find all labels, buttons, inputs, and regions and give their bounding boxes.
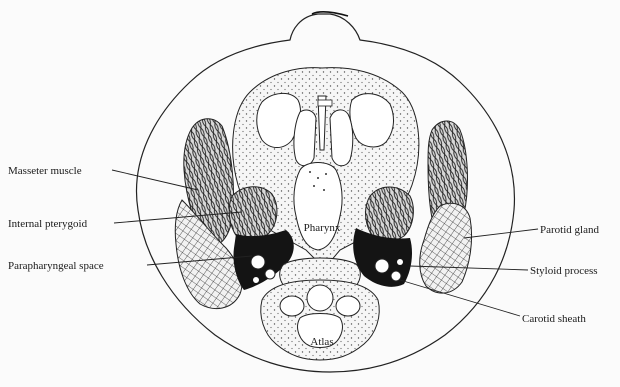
leader-carotid-sheath	[400, 280, 520, 316]
label-atlas: Atlas	[310, 336, 333, 348]
label-masseter-muscle: Masseter muscle	[8, 165, 82, 177]
pharynx-dot-3	[325, 173, 327, 175]
left-vessel-3	[253, 277, 259, 283]
label-internal-pterygoid: Internal pterygoid	[8, 218, 88, 230]
right-atlas-facet	[336, 296, 360, 316]
label-pharynx: Pharynx	[304, 222, 341, 234]
right-parotid	[420, 203, 472, 293]
label-parapharyngeal-space: Parapharyngeal space	[8, 260, 104, 272]
label-parotid-gland: Parotid gland	[540, 224, 599, 236]
left-internal-pterygoid	[229, 187, 277, 242]
left-vessel-2	[265, 269, 275, 279]
pharynx-dot-1	[309, 171, 311, 173]
pharynx-dot-5	[323, 189, 325, 191]
right-sinus	[350, 94, 394, 147]
label-styloid-process: Styloid process	[530, 265, 598, 277]
right-vessel-3	[397, 259, 403, 265]
right-vessel-2	[391, 271, 401, 281]
left-vessel-1	[251, 255, 265, 269]
left-nasal-cavity	[294, 110, 316, 166]
nasal-crest	[318, 100, 332, 106]
right-internal-pterygoid	[366, 187, 414, 241]
pharynx-dot-4	[313, 185, 315, 187]
dens	[307, 285, 333, 311]
right-nasal-cavity	[330, 110, 353, 166]
leader-parotid-gland	[464, 229, 538, 238]
pharynx-dot-2	[317, 177, 319, 179]
left-atlas-facet	[280, 296, 304, 316]
right-vessel-1	[375, 259, 389, 273]
label-carotid-sheath: Carotid sheath	[522, 313, 586, 325]
